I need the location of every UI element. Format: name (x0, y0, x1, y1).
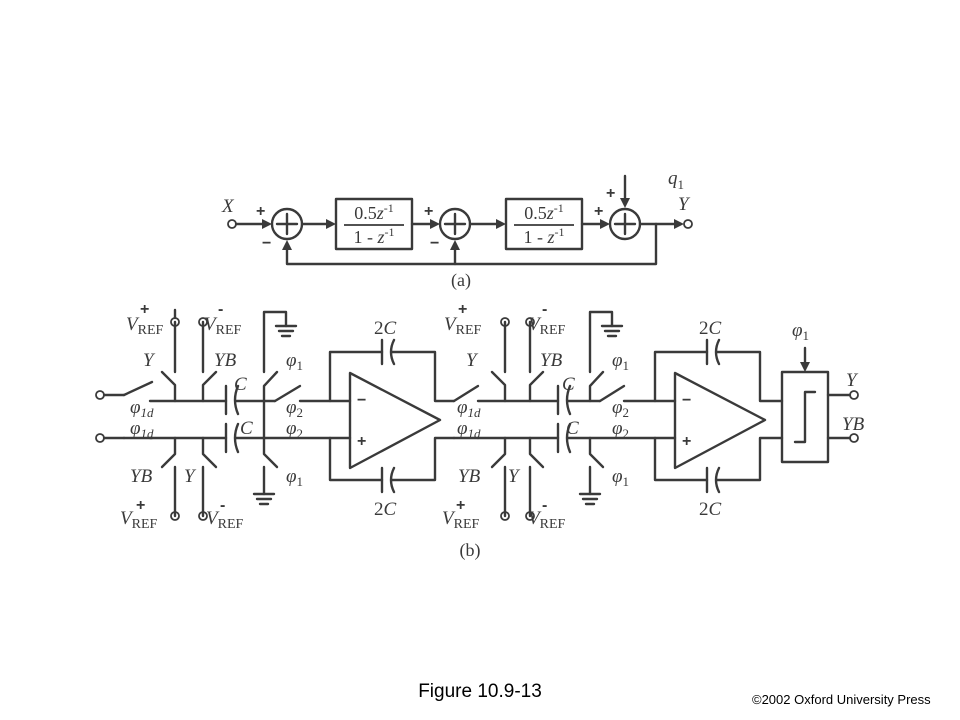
output-label-y: Y (678, 194, 691, 215)
opamp-2-minus: − (682, 392, 691, 409)
switch-yb-top-1 (201, 370, 218, 403)
switch-ground-bottom-2 (588, 436, 605, 469)
label-yb-top-2: YB (540, 350, 563, 371)
opamp-1-plus: + (357, 433, 366, 450)
summer-2-plus: + (424, 203, 433, 220)
switch-y-top-1 (160, 370, 177, 403)
comparator-step-symbol (793, 390, 817, 444)
switch-yb-bottom-2 (490, 436, 507, 469)
label-phi1-top-1: φ1 (286, 350, 303, 373)
switched-capacitor-circuit-b: VREF + VREF - Y YB C φ1 φ1d φ2 φ1d C φ2 … (95, 301, 865, 561)
switch-y-bottom-1 (201, 436, 218, 469)
vref-minus-top-2: VREF (528, 314, 565, 338)
switch-phi1d-top-2 (452, 384, 480, 403)
vref-plus-top-2: VREF (444, 314, 481, 338)
output-label-y: Y (846, 370, 859, 391)
vref-minus-bottom-1: VREF (206, 508, 243, 532)
integrator-1-denominator: 1 - z-1 (353, 225, 394, 247)
switch-ground-bottom-1 (262, 436, 279, 469)
block-diagram-a: X + − 0.5z-1 1 - z-1 + − 0.5z-1 1 - z-1 (221, 168, 693, 291)
label-phi2-top-1: φ2 (286, 397, 303, 420)
label-2c-top-2: 2C (699, 318, 722, 339)
switch-ground-top-2 (588, 370, 605, 403)
opamp-1 (348, 371, 442, 470)
label-c-bottom-2: C (566, 418, 579, 439)
vref-plus-sup-top-2: + (458, 301, 467, 318)
vref-minus-sup-bottom-1: - (220, 497, 225, 514)
vref-plus-bottom-1: VREF (120, 508, 157, 532)
opamp-2 (673, 371, 767, 470)
switch-yb-top-2 (528, 370, 545, 403)
vref-minus-sup-bottom-2: - (542, 497, 547, 514)
input-label-x: X (221, 196, 235, 217)
switch-phi1-top-1 (273, 384, 302, 403)
label-y-bottom-2: Y (508, 466, 521, 487)
label-yb-bottom-2: YB (458, 466, 481, 487)
switch-y-top-2 (490, 370, 507, 403)
figure-caption: Figure 10.9-13 (418, 681, 542, 702)
integrator-2-numerator: 0.5z-1 (524, 201, 564, 223)
label-phi2-bottom-2: φ2 (612, 418, 629, 441)
label-yb-top-1: YB (214, 350, 237, 371)
label-phi1-bottom-2: φ1 (612, 466, 629, 489)
switch-phi1d-top-1 (122, 380, 154, 397)
label-phi1-comparator: φ1 (792, 320, 809, 343)
vref-minus-bottom-2: VREF (528, 508, 565, 532)
label-phi2-bottom-1: φ2 (286, 418, 303, 441)
vref-minus-sup-top-1: - (218, 301, 223, 318)
output-terminal-y (683, 219, 693, 229)
label-c-top-2: C (562, 374, 575, 395)
label-phi1d-top-2: φ1d (457, 397, 481, 420)
label-phi1-bottom-1: φ1 (286, 466, 303, 489)
switch-phi1-top-2 (598, 384, 626, 403)
summer-1-minus: − (262, 235, 271, 252)
label-phi1d-bottom-1: φ1d (130, 418, 154, 441)
feedback-path-1 (285, 222, 658, 266)
switch-y-bottom-2 (528, 436, 545, 469)
vref-minus-sup-top-2: - (542, 301, 547, 318)
summer-3-plus-top: + (606, 185, 615, 202)
copyright-notice: ©2002 Oxford University Press (752, 692, 931, 707)
vref-plus-sup-top-1: + (140, 301, 149, 318)
label-c-bottom-1: C (240, 418, 253, 439)
integrator-2-denominator: 1 - z-1 (523, 225, 564, 247)
opamp-1-minus: − (357, 392, 366, 409)
summer-3-plus-left: + (594, 203, 603, 220)
summer-2-minus: − (430, 235, 439, 252)
opamp-2-plus: + (682, 433, 691, 450)
label-phi1-top-2: φ1 (612, 350, 629, 373)
label-phi1d-bottom-2: φ1d (457, 418, 481, 441)
output-terminal-y (849, 390, 859, 400)
label-2c-bottom-1: 2C (374, 499, 397, 520)
label-2c-bottom-2: 2C (699, 499, 722, 520)
vref-plus-sup-bottom-2: + (456, 497, 465, 514)
vref-minus-top-1: VREF (204, 314, 241, 338)
label-y-top-1: Y (143, 350, 156, 371)
output-terminal-yb (849, 433, 859, 443)
label-c-top-1: C (234, 374, 247, 395)
part-a-label: (a) (451, 270, 471, 291)
label-phi2-top-2: φ2 (612, 397, 629, 420)
summer-1-plus: + (256, 203, 265, 220)
label-y-bottom-1: Y (184, 466, 197, 487)
switch-yb-bottom-1 (160, 436, 177, 469)
vref-plus-sup-bottom-1: + (136, 497, 145, 514)
label-y-top-2: Y (466, 350, 479, 371)
label-phi1d-top-1: φ1d (130, 397, 154, 420)
vref-plus-top-1: VREF (126, 314, 163, 338)
part-b-label: (b) (460, 540, 481, 561)
label-2c-top-1: 2C (374, 318, 397, 339)
label-yb-bottom-1: YB (130, 466, 153, 487)
quantization-noise-label: q1 (668, 168, 684, 192)
output-label-yb: YB (842, 414, 865, 435)
cap-c-top-1-plate-b (233, 384, 240, 416)
integrator-1-numerator: 0.5z-1 (354, 201, 394, 223)
switch-ground-top-1 (262, 370, 279, 403)
vref-plus-bottom-2: VREF (442, 508, 479, 532)
